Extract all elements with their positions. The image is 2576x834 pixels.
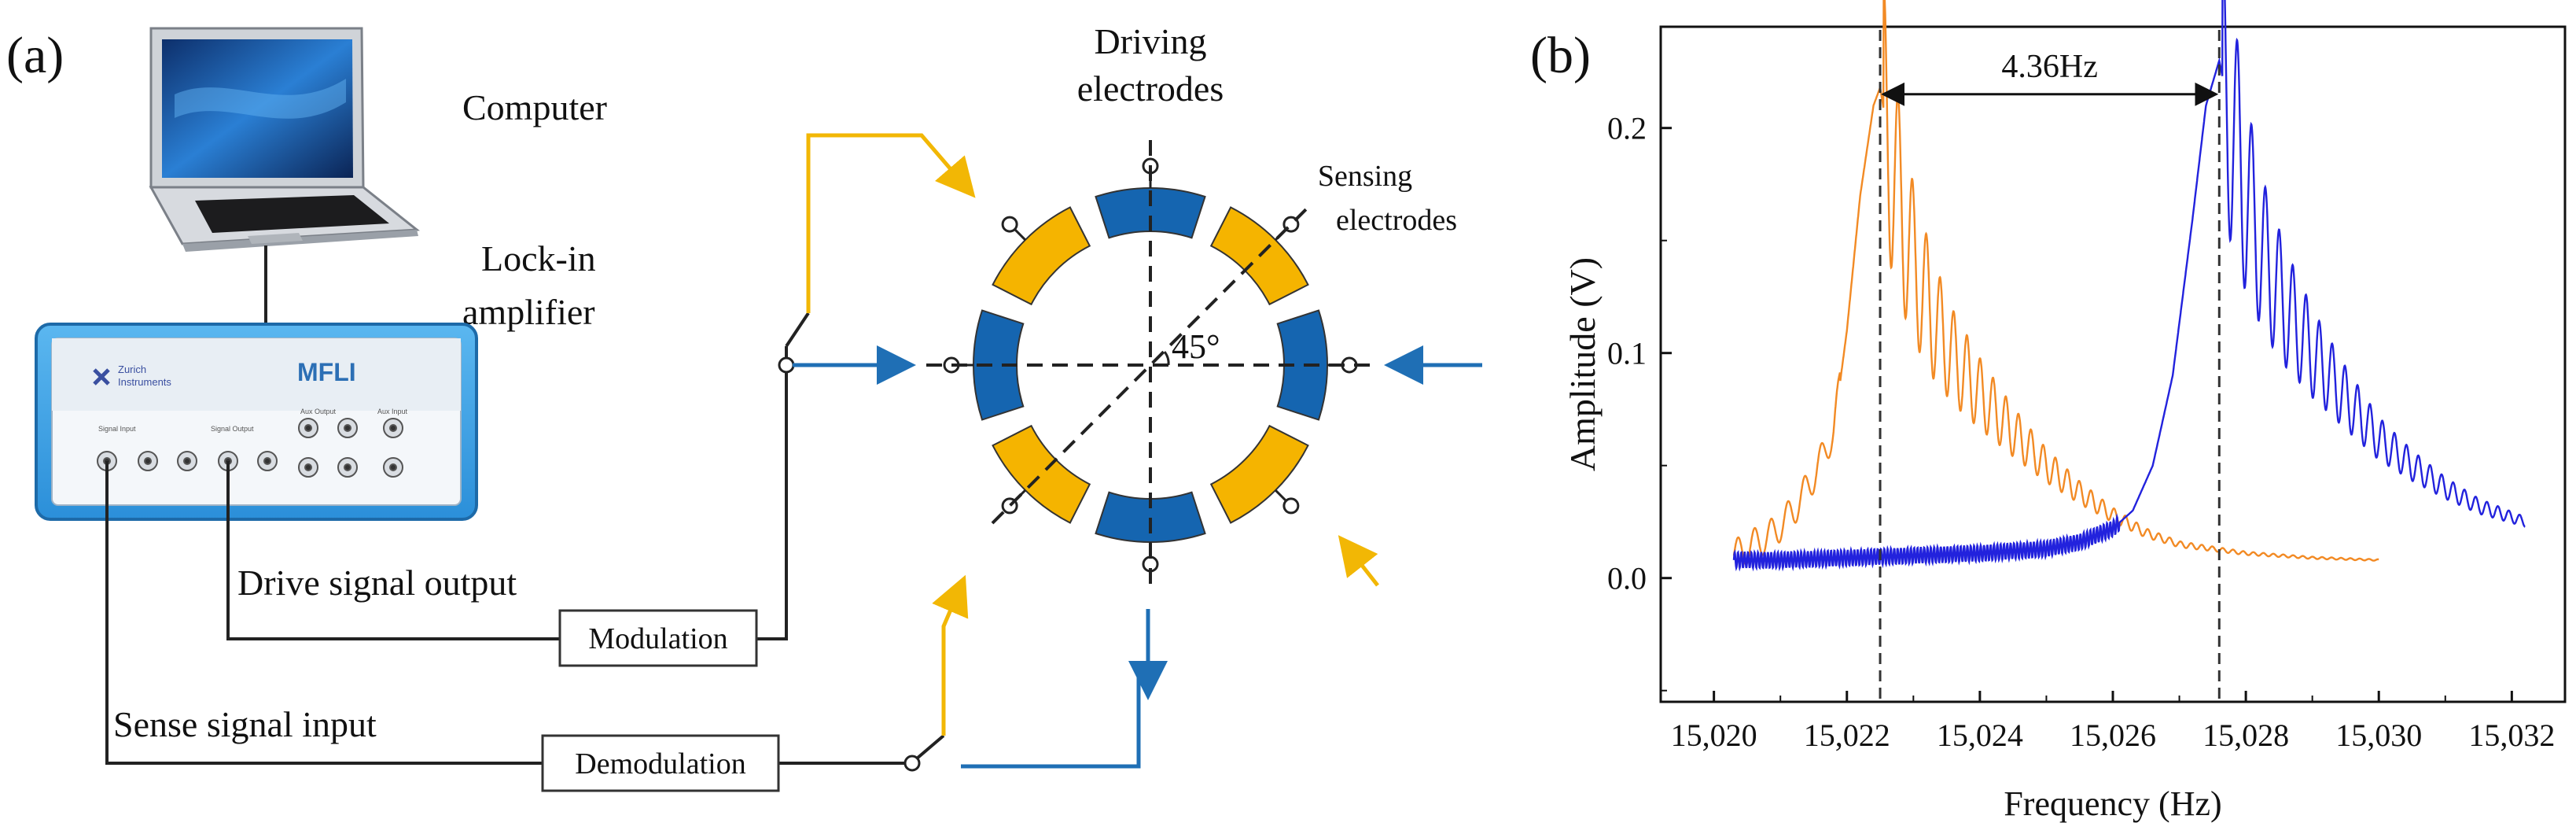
electrode-top-left [992,206,1091,306]
x-axis-label: Frequency (Hz) [2004,784,2221,823]
device-port-label-2: Signal Output [211,425,254,433]
device-brand-line2: Instruments [118,376,171,388]
laptop-icon [149,27,421,252]
panel-b: (b) 15,020 15,022 15,024 15,026 15,028 15,030… [1530,0,2567,823]
y-tick-label: 0.1 [1607,336,1647,371]
x-tick-label: 15,020 [1671,718,1757,753]
x-tick-label: 15,028 [2202,718,2289,753]
electrode-left [972,309,1025,421]
drive-path-blue [793,345,1482,769]
driving-label-line1: Driving [1094,21,1206,61]
demodulation-label: Demodulation [575,747,745,780]
x-tick-label: 15,032 [2468,718,2555,753]
sense-signal-label: Sense signal input [113,704,377,744]
electrode-bottom-left [992,424,1091,524]
computer-label: Computer [462,87,607,127]
frequency-split-annotation: 4.36Hz [2001,49,2097,85]
panel-a: (a) Computer Lock-in amplifier Zurich In… [6,21,1482,792]
panel-b-label: (b) [1530,27,1591,84]
electrode-terminal [1001,216,1018,233]
electrode-bottom-right [1209,424,1309,524]
modulation-label: Modulation [588,622,727,655]
electrode-top [1095,186,1206,239]
panel-a-label: (a) [6,27,64,84]
x-tick-label: 15,024 [1937,718,2023,753]
y-axis-label: Amplitude (V) [1562,257,1603,471]
device-brand-line1: Zurich [118,363,146,375]
x-tick-label: 15,026 [2070,718,2156,753]
y-tick-label: 0.0 [1607,561,1647,596]
lockin-amplifier-device: Zurich Instruments MFLI Signal Input Sig… [35,323,478,521]
driving-label-line2: electrodes [1077,68,1224,109]
lockin-label-line1: Lock-in [481,238,596,279]
lockin-label-line2: amplifier [462,292,595,332]
x-tick-label: 15,030 [2335,718,2422,753]
zurich-logo-icon [93,368,110,386]
device-model: MFLI [297,358,356,386]
series-blue-line [1732,0,2526,572]
electrode-terminal [1282,497,1300,515]
modulation-block [558,609,758,667]
drive-signal-label: Drive signal output [237,563,517,603]
electrode-right [1276,309,1329,421]
signal-wires [105,346,906,765]
plot-frame [1659,25,2567,703]
sensing-label-line1: Sensing [1318,160,1412,193]
device-port-label-1: Signal Input [98,425,136,433]
x-tick-label: 15,022 [1804,718,1890,753]
bnc-connectors [97,418,403,478]
y-tick-label: 0.2 [1607,111,1647,146]
sense-path-yellow [806,133,1379,736]
device-port-label-4: Aux Input [377,408,408,415]
electrode-bottom [1095,491,1206,544]
series-orange-line [1732,0,2379,566]
device-port-label-3: Aux Output [300,408,337,415]
demodulation-block [541,734,780,792]
sense-switch [903,734,945,772]
angle-label: 45° [1172,327,1220,366]
sensing-label-line2: electrodes [1336,204,1457,237]
angle-arc [1163,351,1170,366]
plot-layer: 15,020 15,022 15,024 15,026 15,028 15,030 15,0… [1607,0,2555,753]
